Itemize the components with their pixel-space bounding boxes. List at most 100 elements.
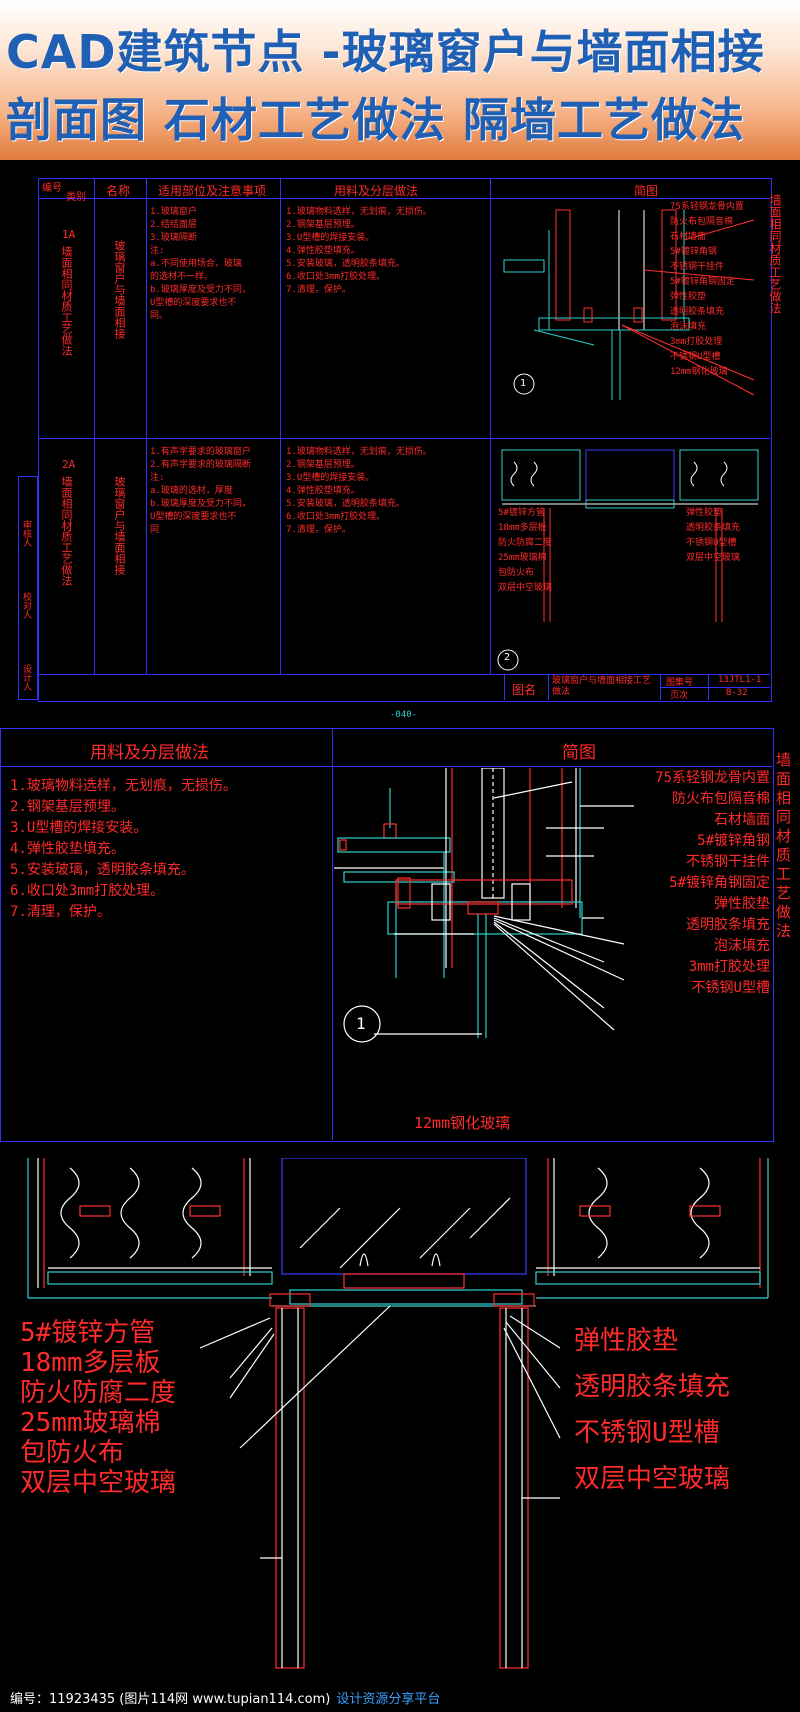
row1-scope-line-4: 注: — [150, 246, 165, 256]
small-1-label-4: 5#镀锌角钢 — [670, 247, 717, 257]
row1-material-line-7: 7.清理，保护。 — [286, 285, 351, 295]
row2-scope-line-1: 1.有声学要求的玻璃窗户 — [150, 447, 251, 457]
banner-title-line1: CAD建筑节点 -玻璃窗户与墙面相接 — [6, 25, 765, 79]
strip-designer: 设计人 — [21, 664, 31, 691]
detail-2-right-label-4: 双层中空玻璃 — [574, 1464, 731, 1494]
title-banner: CAD建筑节点 -玻璃窗户与墙面相接 剖面图 石材工艺做法 隔墙工艺做法 — [0, 0, 800, 160]
sheet-row-separator — [38, 438, 770, 439]
page-number: -040- — [390, 710, 418, 720]
header-scope: 适用部位及注意事项 — [158, 184, 267, 198]
row1-code: 1A — [62, 228, 76, 241]
small-1-label-10: 3mm打胶处理 — [670, 337, 723, 347]
detail-1-header-line — [0, 766, 772, 767]
small-2-left-label-4: 25mm玻璃棉 — [498, 553, 547, 563]
small-diagram-1-circle: 1 — [520, 378, 527, 389]
small-2-right-label-2: 透明胶条填充 — [686, 523, 741, 533]
tb-label-set: 图集号 — [666, 678, 694, 688]
small-1-label-11: 不锈钢U型槽 — [670, 352, 721, 362]
detail-1-label-7: 弹性胶垫 — [714, 896, 770, 912]
detail-1-bottom-label: 12mm钢化玻璃 — [414, 1114, 511, 1132]
row1-material-line-5: 5.安装玻璃，透明胶条填充。 — [286, 259, 405, 269]
detail-1-header-right: 简图 — [562, 743, 596, 763]
row1-materials: 1.玻璃物料选样，无划痕，无损伤。2.钢架基层预埋。3.U型槽的焊接安装。4.弹… — [286, 206, 432, 297]
small-diagram-1 — [503, 209, 755, 400]
header-number: 编号 — [42, 183, 62, 194]
col-line-4 — [490, 178, 491, 674]
detail-2-left-label-5: 包防火布 — [20, 1438, 125, 1468]
detail-2-left-label-3: 防火防腐二度 — [20, 1378, 177, 1408]
col-line-2 — [146, 178, 147, 674]
detail-2-labels-right: 弹性胶垫透明胶条填充不锈钢U型槽双层中空玻璃 — [574, 1318, 730, 1502]
row1-material-line-2: 2.钢架基层预埋。 — [286, 220, 360, 230]
detail-2-right-label-3: 不锈钢U型槽 — [574, 1418, 720, 1448]
tb-label-name: 图名 — [512, 683, 537, 697]
tb-line-1 — [504, 674, 505, 700]
detail-2-drawing — [27, 1158, 769, 1669]
row1-scope-line-3: 3.玻璃隔断 — [150, 233, 197, 243]
small-2-right-label-1: 弹性胶垫 — [686, 508, 723, 518]
row1-category: 墙面相同材质工艺做法 — [60, 246, 73, 356]
detail-1-step-3: 3.U型槽的焊接安装。 — [10, 820, 148, 836]
row2-material-line-4: 4.弹性胶垫填充。 — [286, 486, 360, 496]
detail-1-header-left: 用料及分层做法 — [90, 743, 209, 763]
detail-1-circle: 1 — [356, 1014, 366, 1033]
strip-checker: 校对人 — [21, 592, 31, 619]
detail-1-step-4: 4.弹性胶垫填充。 — [10, 841, 125, 857]
row2-scope-line-3: 注: — [150, 473, 165, 483]
row2-material-line-1: 1.玻璃物料选样，无划痕，无损伤。 — [286, 447, 432, 457]
footer-text: 编号：11923435 (图片114网 www.tupian114.com) — [10, 1692, 331, 1707]
row2-scope-line-4: a.玻璃的选材，厚度 — [150, 486, 233, 496]
detail-1-frame — [0, 728, 774, 1142]
col-line-1 — [94, 178, 95, 674]
strip-reviewer: 审核人 — [21, 520, 31, 547]
small-2-right-label-4: 双层中空玻璃 — [686, 553, 741, 563]
row2-material-line-5: 5.安装玻璃，透明胶条填充。 — [286, 499, 405, 509]
detail-1-step-6: 6.收口处3mm打胶处理。 — [10, 883, 165, 899]
detail-1-side-note: 墙面相同材质工艺做法 — [774, 752, 792, 942]
small-2-left-label-1: 5#镀锌方管 — [498, 508, 545, 518]
detail-1-step-1: 1.玻璃物料选样，无划痕，无损伤。 — [10, 778, 237, 794]
small-2-left-label-5: 包防火布 — [498, 568, 535, 578]
detail-2-left-label-1: 5#镀锌方管 — [20, 1318, 156, 1348]
detail-1-divider — [332, 728, 333, 1140]
header-materials: 用料及分层做法 — [334, 184, 419, 198]
row2-name: 玻璃窗户与墙面相接 — [113, 476, 126, 575]
detail-1-label-6: 5#镀锌角钢固定 — [669, 875, 770, 891]
row2-materials: 1.玻璃物料选样，无划痕，无损伤。2.钢架基层预埋。3.U型槽的焊接安装。4.弹… — [286, 446, 432, 537]
row2-material-line-7: 7.清理，保护。 — [286, 525, 351, 535]
detail-1-label-3: 石材墙面 — [714, 812, 770, 828]
sheet-side-note: 墙面相同材质工艺做法 — [768, 194, 782, 314]
header-name: 名称 — [106, 184, 131, 198]
detail-1-label-1: 75系轻钢龙骨内置 — [655, 770, 770, 786]
row1-scope-line-2: 2.结结面层 — [150, 220, 197, 230]
row2-code: 2A — [62, 458, 76, 471]
detail-1-step-5: 5.安装玻璃，透明胶条填充。 — [10, 862, 195, 878]
small-2-left-label-6: 双层中空玻璃 — [498, 583, 553, 593]
tb-set-value: 13JTL1-1 — [718, 675, 762, 685]
small-2-left-label-3: 防火防腐二度 — [498, 538, 553, 548]
col-line-3 — [280, 178, 281, 674]
detail-1-label-11: 不锈钢U型槽 — [691, 980, 770, 996]
tb-line-2 — [548, 674, 549, 700]
small-1-label-2: 防火布包隔音棉 — [670, 217, 734, 227]
row1-scope-line-9: 同。 — [150, 311, 169, 321]
row2-scope-line-2: 2.有声学要求的玻璃隔断 — [150, 460, 251, 470]
tb-name-value: 玻璃窗户与墙面相接工艺做法 — [552, 676, 652, 697]
watermark-footer: 编号：11923435 (图片114网 www.tupian114.com) 设计… — [0, 1688, 800, 1712]
small-diagram-2-labels-right: 弹性胶垫透明胶条填充不锈钢U型槽双层中空玻璃 — [686, 506, 740, 566]
row2-material-line-6: 6.收口处3mm打胶处理。 — [286, 512, 386, 522]
small-1-label-12: 12mm钢化玻璃 — [670, 367, 728, 377]
footer-tag[interactable]: 设计资源分享平台 — [336, 1692, 441, 1707]
row1-name: 玻璃窗户与墙面相接 — [113, 240, 126, 339]
tb-mid-line — [660, 687, 770, 688]
small-1-label-6: 5#镀锌角钢固定 — [670, 277, 735, 287]
detail-2-right-label-1: 弹性胶垫 — [574, 1326, 679, 1356]
row1-scope-line-1: 1.玻璃窗户 — [150, 207, 197, 217]
row2-material-line-3: 3.U型槽的焊接安装。 — [286, 473, 375, 483]
detail-2-left-label-6: 双层中空玻璃 — [20, 1468, 177, 1498]
row1-scope-line-7: b.玻璃厚度及受力不同， — [150, 285, 251, 295]
